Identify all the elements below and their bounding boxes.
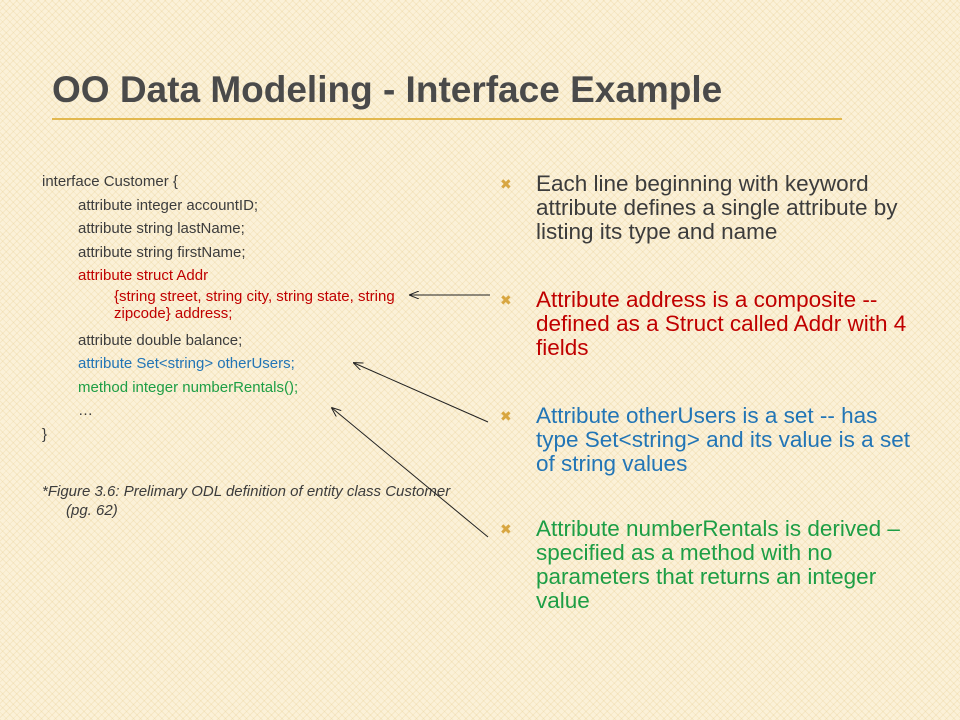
code-line-lastname: attribute string lastName; — [78, 220, 245, 237]
bullet-text: Each line beginning with keyword attribu… — [536, 171, 898, 244]
code-line-otherusers: attribute Set<string> otherUsers; — [78, 355, 295, 372]
bullet-item-address: ✖ Attribute address is a composite -- de… — [500, 288, 920, 360]
spacer — [42, 446, 442, 482]
code-line-close-brace: } — [42, 425, 48, 443]
x-mark-icon: ✖ — [500, 408, 512, 424]
slide-title: OO Data Modeling - Interface Example — [52, 62, 842, 120]
x-mark-icon: ✖ — [500, 521, 512, 537]
code-line-accountid: attribute integer accountID; — [78, 196, 259, 214]
bullet-text: Attribute numberRentals is derived – spe… — [536, 516, 900, 613]
code-line-addr-fields: {string street, string city, string stat… — [114, 287, 395, 322]
code-line-struct-addr: attribute struct Addr — [78, 267, 209, 284]
code-line-numberrentals: method integer numberRentals(); — [78, 378, 299, 396]
bullet-text: Attribute otherUsers is a set -- has typ… — [536, 403, 910, 476]
bullet-text: Attribute address is a composite -- defi… — [536, 287, 907, 360]
code-line-interface: interface Customer { — [42, 173, 178, 190]
code-block: interface Customer { attribute integer a… — [42, 170, 450, 520]
code-line-firstname: attribute string firstName; — [78, 243, 246, 261]
x-mark-icon: ✖ — [500, 176, 512, 192]
bullet-item-attribute-keyword: ✖ Each line beginning with keyword attri… — [500, 172, 920, 244]
code-line-ellipsis: … — [78, 402, 93, 419]
code-line-balance: attribute double balance; — [78, 331, 243, 349]
figure-caption: *Figure 3.6: Prelimary ODL definition of… — [42, 483, 451, 519]
bullet-item-numberrentals: ✖ Attribute numberRentals is derived – s… — [500, 517, 920, 613]
bullet-item-otherusers: ✖ Attribute otherUsers is a set -- has t… — [500, 404, 920, 476]
x-mark-icon: ✖ — [500, 292, 512, 308]
